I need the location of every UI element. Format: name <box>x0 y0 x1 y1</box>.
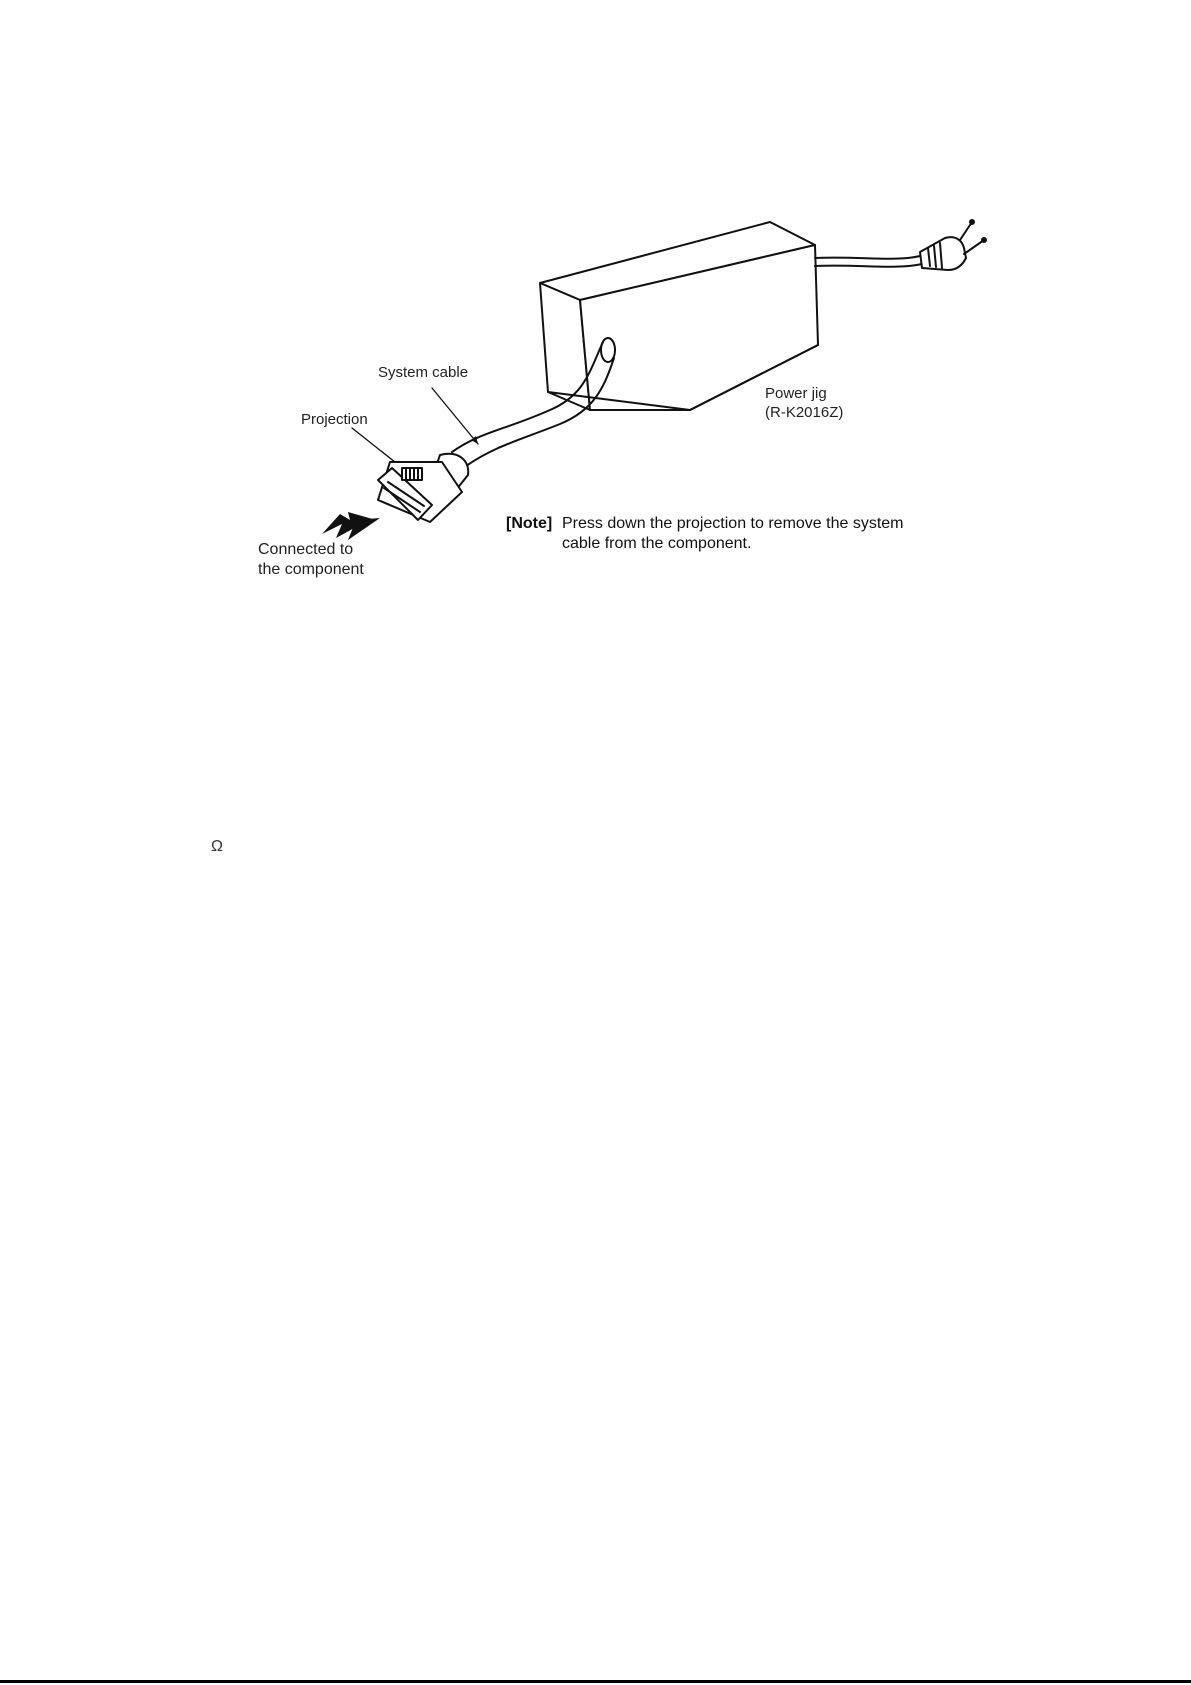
power-cord <box>815 256 920 259</box>
label-connected-line1: Connected to <box>258 540 364 560</box>
label-connected-line2: the component <box>258 560 364 580</box>
note-text: Press down the projection to remove the … <box>562 514 942 554</box>
label-connected-to-component: Connected to the component <box>258 540 364 580</box>
page-bottom-rule <box>0 1680 1191 1683</box>
omega-glyph: Ω <box>211 838 223 856</box>
note-block: [Note] Press down the projection to remo… <box>506 514 942 554</box>
label-projection: Projection <box>301 410 368 429</box>
label-power-jig-name: Power jig <box>765 384 843 403</box>
note-tag: [Note] <box>506 514 562 554</box>
power-jig-diagram: System cable Projection Power jig (R-K20… <box>0 0 1191 640</box>
power-plug <box>920 237 966 270</box>
label-power-jig: Power jig (R-K2016Z) <box>765 384 843 422</box>
system-cable-leader <box>432 388 478 444</box>
label-power-jig-model: (R-K2016Z) <box>765 403 843 422</box>
label-system-cable: System cable <box>378 363 468 382</box>
